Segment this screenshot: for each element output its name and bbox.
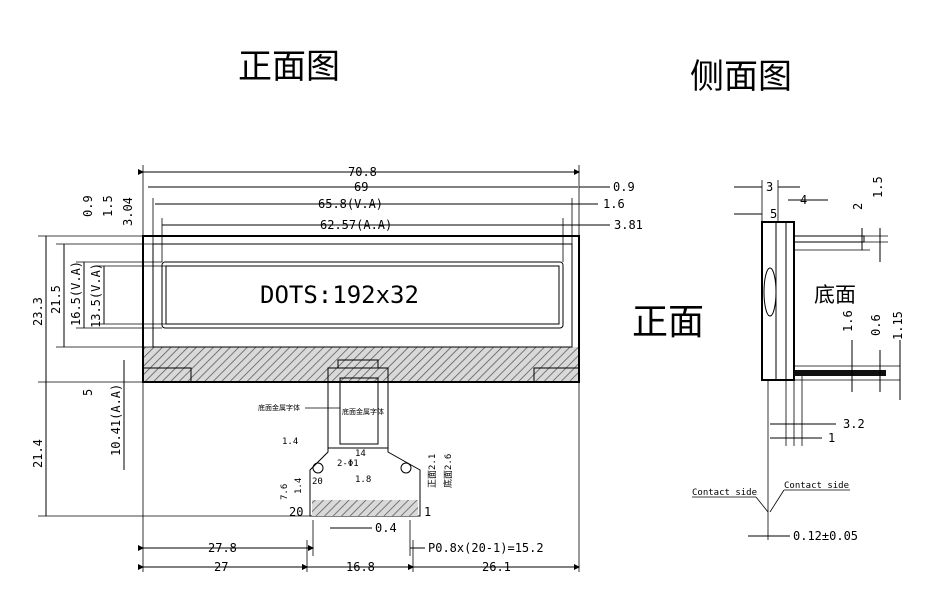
fpc-dim-14a: 1.4 [282,437,298,447]
side-lens [763,267,777,317]
side-dim-115: 1.15 [891,311,905,340]
dim-total-214: 21.4 [31,439,45,468]
side-pcb-top [793,235,865,243]
fpc-front-21: 正面2.1 [427,454,438,488]
fpc-pin-20: 20 [289,505,303,519]
dim-total-width: 70.8 [348,165,377,179]
side-dim-15: 1.5 [871,176,885,198]
dim-aa-1041: 10.41(A.A) [109,384,123,456]
dim-168: 16.8 [346,560,375,574]
dim-278: 27.8 [208,541,237,555]
fpc-dim-76: 7.6 [280,484,290,500]
fpc-hole-right [400,462,412,474]
dim-right-16: 1.6 [603,197,625,211]
fpc-dim-phi1: 2-Φ1 [337,459,359,469]
side-dim-06: 0.6 [869,314,883,336]
front-view: DOTS:192x32 70.8 69 65.8(V.A) 62.57(A.A)… [31,165,643,574]
dim-height-215: 21.5 [49,285,63,314]
side-dim-16: 1.6 [841,310,855,332]
dim-aa-width: 62.57(A.A) [320,218,392,232]
fpc-pin-1: 1 [424,505,431,519]
contact-side-left: Contact side [692,488,757,498]
side-view: 正面 底面 3 4 5 2 1.5 1.6 0.6 1.15 [632,176,905,543]
left-tab [142,367,192,383]
bezel-hatch [144,347,578,381]
dim-width-69: 69 [354,180,368,194]
dim-27: 27 [214,560,228,574]
side-dim-4: 4 [800,193,807,207]
va-outline [161,261,564,329]
dim-right-09: 0.9 [613,180,635,194]
dim-aa-height: 13.5(V.A) [89,263,103,328]
fpc-metal-label: 底面金属字体 [258,403,300,412]
dim-left-5: 5 [81,389,95,396]
dim-left-15: 1.5 [101,195,115,217]
side-dim-2: 2 [851,203,865,210]
dim-left-09: 0.9 [81,195,95,217]
side-dim-3: 3 [766,180,773,194]
module-outline [142,235,580,383]
fpc-dim-r20: 20 [312,477,323,487]
front-label: 正面 [632,302,704,343]
fpc-pin-14: 14 [355,449,366,459]
fpc-pitch-04: 0.4 [375,521,397,535]
fpc-bottom-26: 底面2.6 [442,454,454,488]
glass-outline [152,243,573,348]
dim-height-233: 23.3 [31,297,45,326]
side-dim-32: 3.2 [843,417,865,431]
fpc-dim-14b: 1.4 [294,478,304,494]
side-fpc [794,370,886,376]
fpc-dim-r08: 1.8 [355,475,371,485]
dim-261: 26.1 [482,560,511,574]
right-tab [533,367,580,383]
dim-va-height: 16.5(V.A) [69,261,83,326]
aa-outline [165,265,560,325]
fpc-metal-inner: 底面金属字体 [342,407,384,416]
side-dim-1: 1 [828,431,835,445]
side-view-title: 侧面图 [690,57,792,97]
side-body [761,221,795,381]
fpc-pattern [339,377,379,445]
dots-text: DOTS:192x32 [260,281,419,309]
fpc-hole-left [312,462,324,474]
front-view-title: 正面图 [238,47,340,87]
side-tolerance: 0.12±0.05 [793,529,858,543]
dim-va-width: 65.8(V.A) [318,197,383,211]
fpc-pins [312,500,418,516]
fpc-pitch-formula: P0.8x(20-1)=15.2 [428,541,544,555]
bottom-label: 底面 [814,283,856,307]
dim-right-381: 3.81 [614,218,643,232]
side-dim-5: 5 [770,207,777,221]
contact-side-right: Contact side [784,481,849,491]
dim-left-304: 3.04 [121,197,135,226]
